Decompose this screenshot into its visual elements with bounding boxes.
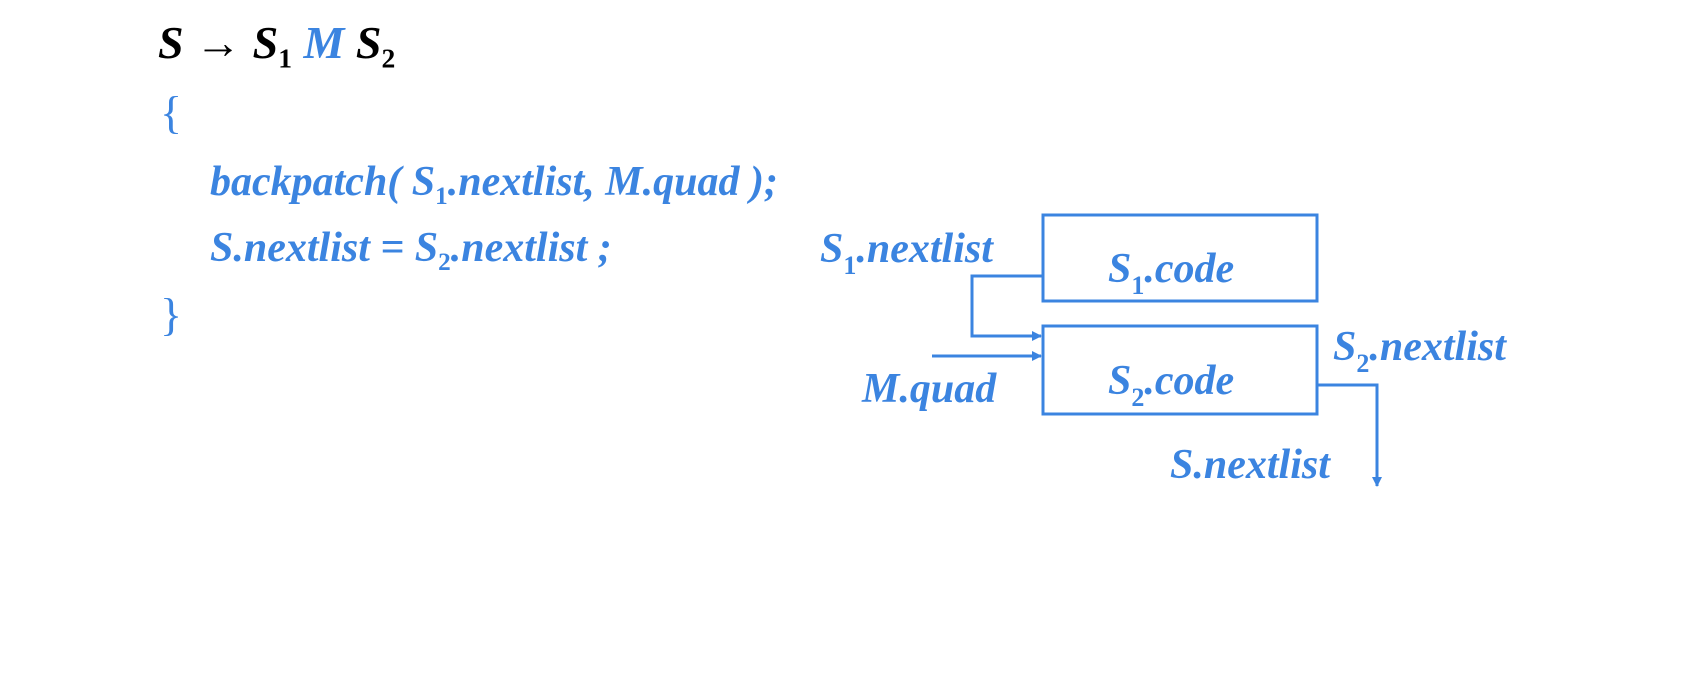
backpatch-end: ); [739,159,778,205]
s-nextlist-arrow [1317,383,1382,487]
backpatch-quad: M.quad [605,159,740,205]
production-m: M [303,17,345,68]
assignment-prefix: S.nextlist = S [210,225,439,271]
nextlist-assignment: S.nextlist = S2.nextlist ; [210,224,612,275]
s-nextlist-label: S.nextlist [1170,442,1331,488]
backpatch-prefix: backpatch( S [210,159,436,205]
production-s2-sub: 2 [381,42,396,74]
s1-code-label: S1.code [1108,246,1234,300]
s2-code-label: S2.code [1108,358,1234,412]
s1-nextlist-label: S1.nextlist [820,226,994,280]
m-quad-label: M.quad [861,366,997,412]
s1-code-box [1041,213,1319,303]
s1-nextlist-arrow [970,274,1043,341]
production-s1: S [252,17,279,68]
assignment-s2-sub: 2 [438,248,451,276]
production-s2: S [355,17,382,68]
open-brace: { [160,87,183,138]
backpatch-statement: backpatch( S1.nextlist, M.quad ); [210,158,778,209]
s2-code-box [1041,324,1319,416]
backpatch-s1-sub: 1 [435,182,448,210]
arrow-symbol: → [195,17,242,68]
backpatch-mid: .nextlist, [447,159,606,205]
s2-nextlist-label: S2.nextlist [1333,324,1507,378]
production-rule: S → S1 M S2 [158,16,395,72]
production-s1-sub: 1 [278,42,292,74]
assignment-end: .nextlist ; [450,225,612,271]
production-lhs: S [158,17,184,68]
close-brace: } [160,289,183,340]
